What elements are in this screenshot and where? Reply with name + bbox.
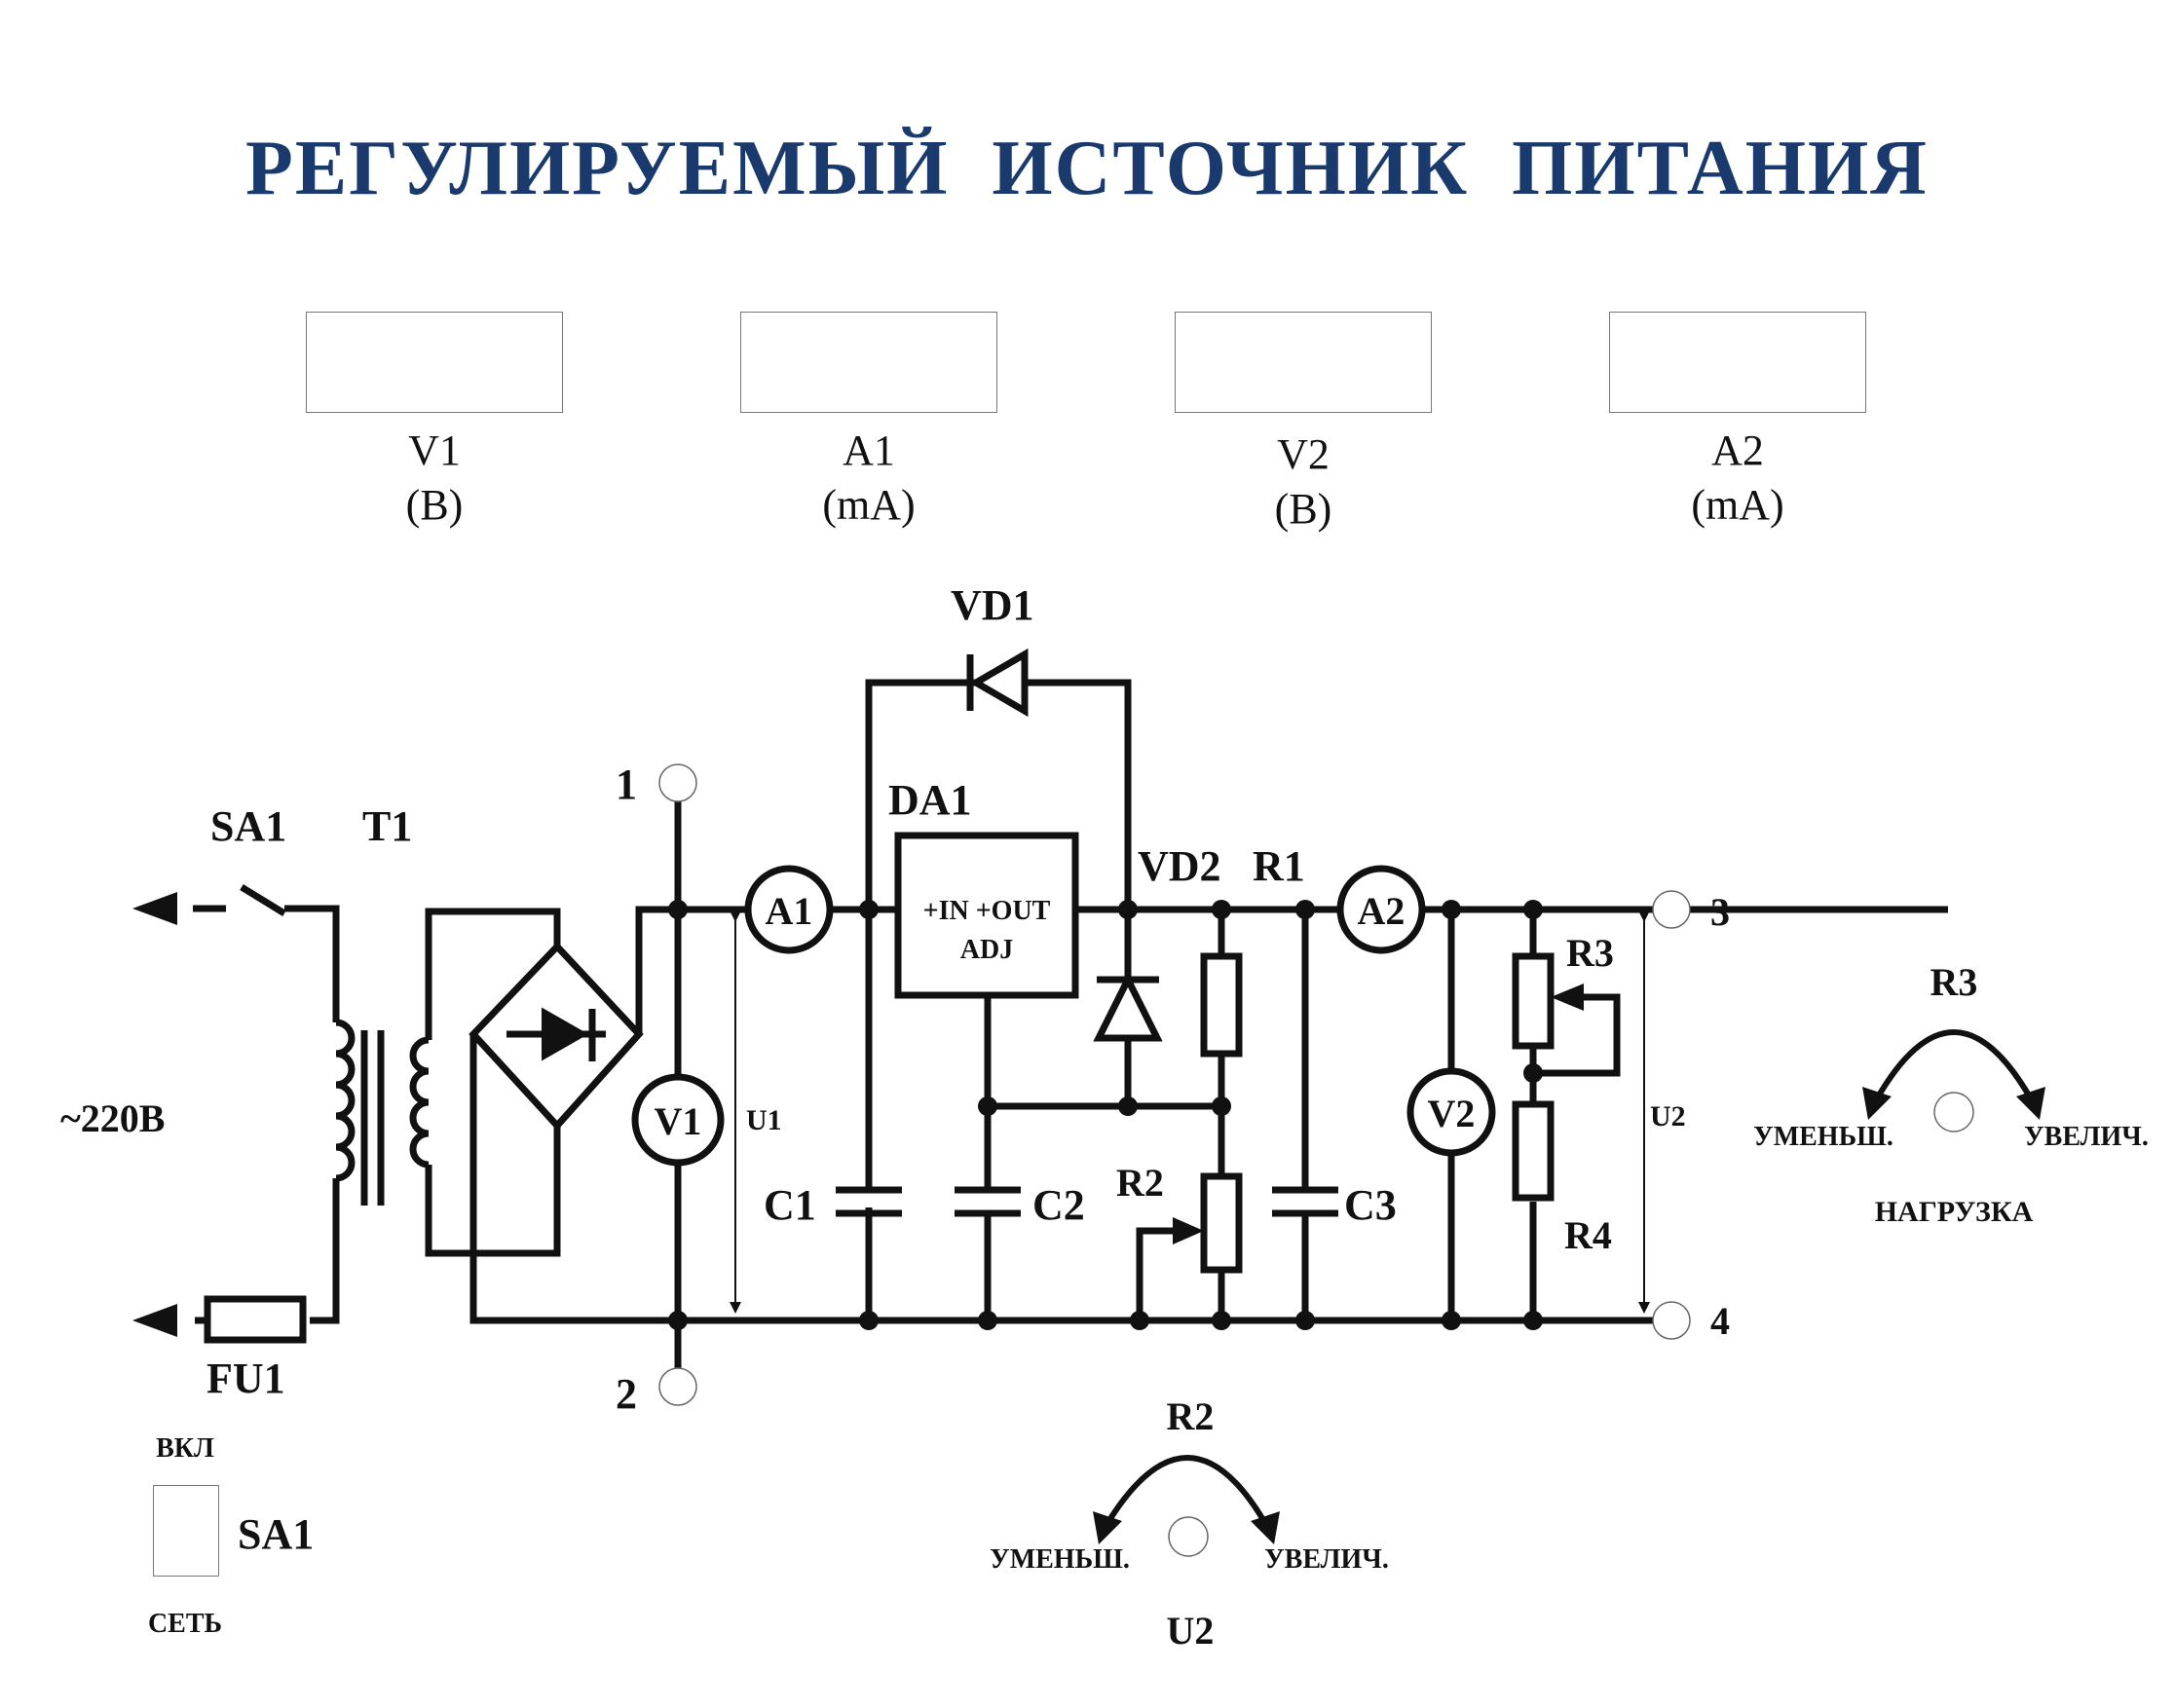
r2-knob-arc (1104, 1455, 1269, 1527)
terminal-3 (1652, 890, 1691, 929)
da1-label: DA1 (888, 776, 972, 824)
terminal-2 (658, 1367, 697, 1406)
v2-display-name: V2 (1277, 430, 1330, 478)
r2-knob-increase: УВЕЛИЧ. (1264, 1544, 1389, 1575)
r2-label: R2 (1116, 1161, 1164, 1205)
terminal-2-label: 2 (616, 1370, 637, 1418)
switch-label: SA1 (238, 1510, 314, 1558)
da1-pins-label: +IN +OUT (923, 896, 1051, 926)
r2-knob-decrease: УМЕНЬШ. (990, 1544, 1130, 1575)
bridge-diode-triangle (542, 1007, 589, 1061)
r3-arrow-left (1862, 1087, 1892, 1120)
v1-display-unit: (В) (405, 481, 464, 529)
r3-resistor (1512, 952, 1555, 1050)
r3-wiper-arrow (1551, 984, 1584, 1011)
v2-display-unit: (В) (1274, 485, 1332, 533)
r3-knob-arc (1873, 1029, 2035, 1102)
r1-label: R1 (1253, 842, 1305, 890)
positive-rail (635, 906, 1948, 1034)
switch-off-label: СЕТЬ (148, 1609, 222, 1639)
a1-meter (744, 865, 834, 954)
terminal-1-label: 1 (616, 761, 637, 808)
r3-arrow-right (2016, 1087, 2045, 1120)
terminal-4 (1652, 1301, 1691, 1340)
a2-display (1609, 312, 1866, 413)
a1-display-name: A1 (843, 427, 895, 474)
r2-arrow-right (1251, 1511, 1280, 1544)
a2-display-unit: (mA) (1691, 481, 1784, 529)
a1-meter-label: A1 (766, 889, 813, 933)
c2-plates (955, 1186, 1021, 1217)
a2-meter-label: A2 (1358, 889, 1406, 933)
terminal-4-label: 4 (1710, 1299, 1730, 1343)
junctions (668, 900, 1543, 1330)
c1-label: C1 (764, 1181, 816, 1229)
vd1-diode-triangle (969, 648, 1029, 718)
r1-resistor (1200, 952, 1243, 1058)
r3-knob (1933, 1092, 1974, 1132)
vd2-diode-triangle (1093, 972, 1163, 1042)
mains-top-arrow (132, 892, 177, 925)
r3-knob-increase: УВЕЛИЧ. (2024, 1122, 2149, 1152)
v2-meter-label: V2 (1428, 1092, 1476, 1135)
mains-label: ~220В (60, 1096, 165, 1140)
r2-wiper-arrow (1173, 1217, 1204, 1244)
r2-wiper-wire (1136, 1227, 1177, 1320)
a2-display-name: A2 (1711, 427, 1764, 474)
v1-display (306, 312, 563, 413)
secondary-bottom-wire (425, 1126, 561, 1257)
c1-plates (836, 1186, 902, 1217)
page-title: РЕГУЛИРУЕМЫЙ ИСТОЧНИК ПИТАНИЯ (245, 126, 1929, 211)
fu1-fuse (204, 1295, 307, 1344)
terminal-1 (658, 763, 697, 802)
vd1-label: VD1 (951, 581, 1034, 629)
c2-label: C2 (1032, 1181, 1085, 1229)
sa1-lever (240, 884, 286, 916)
primary-top-wire (284, 905, 340, 1022)
vd2-label: VD2 (1138, 842, 1221, 890)
negative-rail (469, 1034, 1675, 1324)
r3-knob-title: R3 (1930, 960, 1978, 1004)
mains-bottom-arrow (132, 1304, 177, 1337)
r2-knob-title: R2 (1167, 1394, 1215, 1438)
fu1-label: FU1 (206, 1355, 285, 1402)
v1-display-name: V1 (408, 427, 461, 474)
r3-wiper-wire (1533, 993, 1621, 1077)
v1-meter-label: V1 (655, 1099, 702, 1143)
da1-adj-label: ADJ (960, 935, 1013, 965)
v2-meter (1406, 1067, 1496, 1157)
sa1-label: SA1 (210, 802, 286, 850)
v1-meter (631, 1073, 725, 1167)
switch-on-label: ВКЛ (156, 1433, 214, 1464)
r3-knob-decrease: УМЕНЬШ. (1753, 1122, 1893, 1152)
a2-meter (1336, 865, 1426, 954)
adj-wire (984, 995, 1221, 1110)
r2-knob (1168, 1516, 1209, 1557)
r3-knob-caption: НАГРУЗКА (1875, 1196, 2034, 1228)
c3-plates (1272, 1186, 1338, 1217)
r4-label: R4 (1564, 1213, 1612, 1257)
t1-primary-coil (335, 1019, 356, 1182)
terminal-3-label: 3 (1710, 890, 1730, 934)
u1-label: U1 (746, 1104, 782, 1136)
v2-display (1175, 312, 1432, 413)
a1-display-unit: (mA) (822, 481, 916, 529)
c3-label: C3 (1344, 1181, 1397, 1229)
a1-display (740, 312, 997, 413)
u2-label: U2 (1650, 1100, 1686, 1132)
primary-bottom-wire (310, 1178, 340, 1324)
r2-resistor (1200, 1172, 1243, 1274)
mains-switch[interactable] (153, 1485, 219, 1577)
t1-secondary-coil (409, 1036, 430, 1169)
secondary-top-wire (425, 908, 561, 1040)
r2-arrow-left (1093, 1511, 1122, 1544)
r2-knob-caption: U2 (1167, 1609, 1215, 1652)
t1-core (360, 1030, 385, 1206)
t1-label: T1 (362, 802, 412, 850)
r3-label: R3 (1566, 931, 1614, 975)
r4-resistor (1512, 1100, 1555, 1202)
